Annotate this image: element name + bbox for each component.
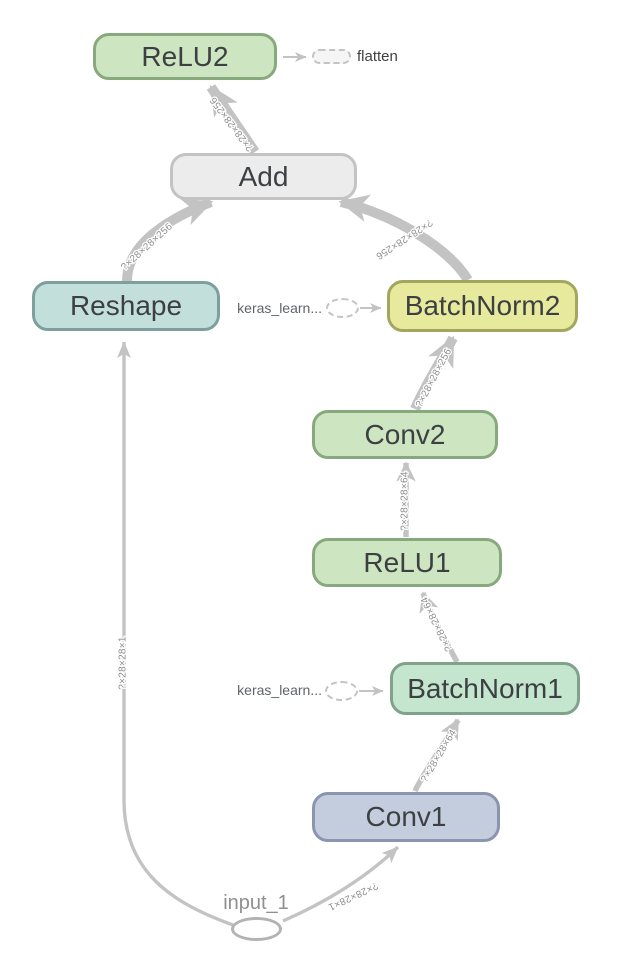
keras-learning-phase-node-bottom[interactable] [325, 681, 358, 701]
edge-label-conv2-to-batchnorm2: ?×28×28×256 [414, 347, 454, 410]
node-conv2-label: Conv2 [364, 418, 446, 450]
node-add-label: Add [238, 160, 289, 192]
edge-label-add-to-relu2: ?×28×28×256 [208, 94, 256, 153]
edge-label-reshape-to-add: ?×28×28×256 [119, 221, 175, 273]
node-reshape-label: Reshape [69, 290, 183, 321]
node-flatten[interactable] [312, 49, 351, 64]
keras-learning-phase-label-top: keras_learn... [237, 300, 322, 316]
node-relu2[interactable]: ReLU2 [93, 33, 277, 80]
edge-reshape-to-add [122, 197, 214, 282]
edge-label-batchnorm1-to-relu1: ?×28×28×64 [419, 595, 455, 653]
edge-batchnorm1-to-relu1 [419, 591, 460, 664]
keras-learning-phase-label-bottom: keras_learn... [237, 682, 322, 698]
keras-learning-phase-node-top[interactable] [326, 298, 359, 318]
node-conv2[interactable]: Conv2 [312, 410, 498, 459]
node-relu2-label: ReLU2 [141, 40, 229, 72]
node-reshape[interactable]: Reshape [32, 281, 220, 331]
edge-label-conv1-to-batchnorm1: ?×28×28×64 [419, 728, 459, 785]
node-conv1-label: Conv1 [365, 801, 447, 832]
node-batchnorm2-label: BatchNorm2 [404, 290, 561, 321]
edge-input-to-reshape [117, 341, 234, 927]
edge-label-input-to-reshape: ?×28×28×1 [118, 636, 129, 690]
edge-batchnorm2-to-add [338, 194, 473, 283]
node-flatten-label: flatten [357, 48, 398, 65]
input-node-label: input_1 [223, 892, 289, 914]
edge-conv1-to-batchnorm1 [412, 718, 461, 793]
node-add[interactable]: Add [170, 153, 357, 200]
edge-add-to-relu2 [206, 84, 260, 155]
node-batchnorm1[interactable]: BatchNorm1 [390, 662, 580, 715]
node-relu1[interactable]: ReLU1 [312, 538, 502, 587]
node-conv1[interactable]: Conv1 [312, 792, 500, 842]
input-node-ellipse[interactable] [231, 917, 282, 941]
edge-conv2-to-batchnorm2 [410, 335, 458, 411]
node-batchnorm1-label: BatchNorm1 [407, 672, 563, 704]
node-relu1-label: ReLU1 [363, 546, 451, 578]
node-batchnorm2[interactable]: BatchNorm2 [387, 280, 578, 332]
edge-input-to-conv1 [282, 845, 400, 923]
edge-label-relu1-to-conv2: ?×28×28×64 [400, 471, 411, 531]
